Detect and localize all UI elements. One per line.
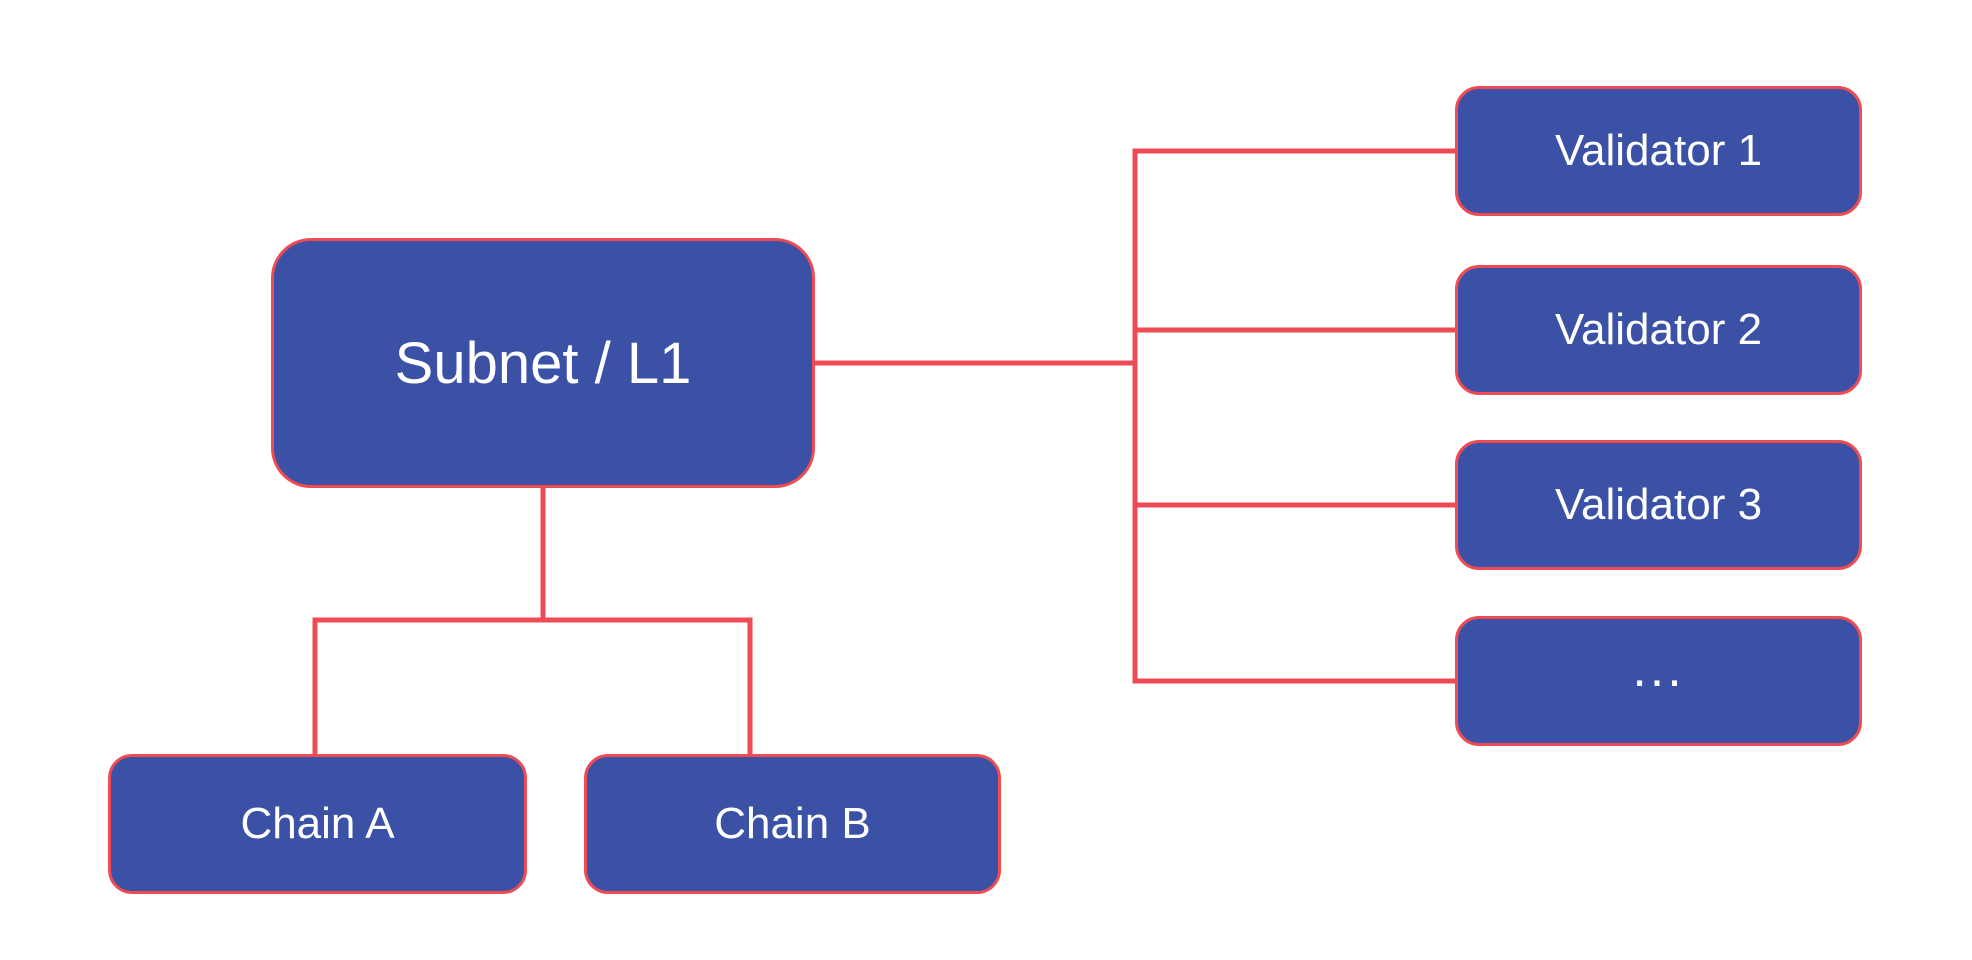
validator-3-label: Validator 3 — [1554, 480, 1763, 529]
subnet-node: Subnet / L1 — [271, 238, 815, 488]
validator-3-node: Validator 3 — [1455, 440, 1862, 570]
validator-more-label: ... — [1632, 640, 1685, 698]
chain-a-label: Chain A — [240, 799, 395, 848]
validator-2-node: Validator 2 — [1455, 265, 1862, 395]
chain-b-node: Chain B — [584, 754, 1001, 894]
connector-chain-bracket — [312, 617, 753, 756]
validator-1-node: Validator 1 — [1455, 86, 1862, 216]
chain-b-label: Chain B — [714, 799, 871, 848]
subnet-label: Subnet / L1 — [394, 330, 692, 396]
validator-more-node: ... — [1455, 616, 1862, 746]
connector-validator-bracket — [1132, 148, 1456, 684]
validator-1-label: Validator 1 — [1554, 126, 1763, 175]
chain-a-node: Chain A — [108, 754, 527, 894]
validator-2-label: Validator 2 — [1554, 305, 1763, 354]
